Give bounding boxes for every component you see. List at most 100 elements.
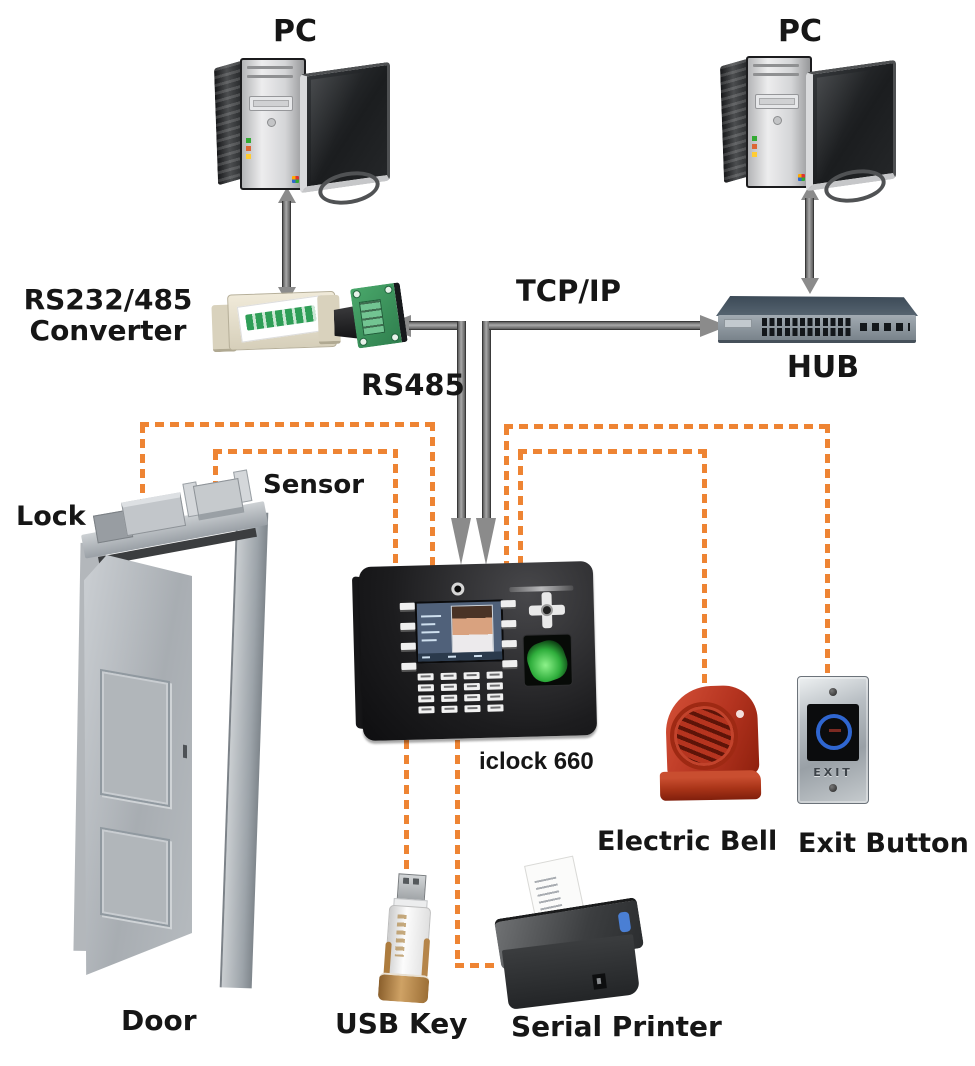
arrow-run bbox=[409, 321, 466, 330]
screen-text-line bbox=[421, 631, 440, 634]
wire-printer-run bbox=[455, 963, 499, 968]
wire-bell-from-device bbox=[518, 451, 523, 568]
screw-icon bbox=[829, 688, 837, 696]
hub-label-plate bbox=[724, 319, 752, 328]
printer-power-switch bbox=[592, 973, 607, 990]
exit-button-image: EXIT bbox=[797, 676, 869, 804]
navigation-pad bbox=[528, 592, 566, 629]
wire-lock-run bbox=[140, 422, 435, 427]
screen-text-line bbox=[421, 639, 437, 642]
wire-exit-from-device bbox=[504, 426, 509, 568]
function-key bbox=[500, 599, 516, 608]
arrowhead-up-icon bbox=[278, 187, 296, 203]
wire-bell-run bbox=[518, 449, 707, 454]
usb-body bbox=[383, 904, 432, 980]
wire-printer-drop bbox=[455, 740, 460, 968]
terminal-pcb bbox=[349, 282, 408, 349]
door-keyhole bbox=[183, 744, 187, 759]
arrowhead-down-icon bbox=[801, 278, 819, 294]
screen-text-line bbox=[421, 614, 442, 618]
wire-exit-drop bbox=[825, 424, 830, 676]
terminal-block bbox=[358, 298, 386, 336]
converter-label: RS232/485 Converter bbox=[8, 284, 208, 347]
sticker bbox=[752, 136, 757, 141]
serial-printer-label: Serial Printer bbox=[511, 1010, 722, 1043]
iclock-label: iclock 660 bbox=[479, 748, 594, 775]
door-leaf bbox=[84, 555, 192, 975]
arrow-drop bbox=[482, 321, 491, 520]
arrow-drop bbox=[457, 321, 466, 520]
door-frame-right bbox=[219, 511, 269, 989]
converter-image bbox=[211, 277, 408, 363]
sensor-label: Sensor bbox=[263, 470, 365, 500]
pc-right-image bbox=[719, 50, 896, 208]
hub-label: HUB bbox=[786, 350, 860, 385]
wire-exit-run bbox=[504, 424, 830, 429]
door-panel bbox=[100, 826, 170, 928]
pcb-screw bbox=[352, 289, 362, 299]
hub-front-face bbox=[718, 315, 916, 343]
hub-uplink-ports bbox=[860, 323, 910, 331]
arrowhead-down-icon bbox=[476, 518, 496, 565]
function-key bbox=[502, 659, 518, 668]
terminal-screen bbox=[414, 599, 505, 664]
door-image bbox=[55, 469, 295, 1005]
brand-logo bbox=[798, 174, 805, 181]
door-panel bbox=[100, 668, 170, 808]
pc-left-label: PC bbox=[272, 14, 317, 49]
tower-icon bbox=[240, 58, 306, 190]
iclock-terminal-image bbox=[351, 560, 598, 743]
pcb-screw bbox=[383, 285, 393, 295]
screen-status-bar bbox=[418, 651, 503, 662]
hub-top-face bbox=[716, 296, 918, 316]
arrow-shaft bbox=[282, 201, 291, 289]
sticker bbox=[752, 152, 757, 157]
exit-face-text: EXIT bbox=[813, 766, 853, 779]
pcb-screw bbox=[358, 337, 368, 347]
usb-key-label: USB Key bbox=[335, 1007, 468, 1040]
tower-vent bbox=[753, 64, 799, 67]
tcpip-label: TCP/IP bbox=[516, 274, 621, 308]
wire-sensor-to-device bbox=[393, 449, 398, 568]
tower-vent bbox=[247, 75, 293, 78]
converter-label-line1: RS232/485 bbox=[23, 283, 193, 316]
pc-left-image bbox=[213, 52, 390, 210]
wire-lock-to-device bbox=[430, 422, 435, 568]
wire-lock-drop bbox=[140, 424, 145, 506]
function-key bbox=[501, 639, 517, 648]
tower-vent bbox=[247, 66, 293, 69]
screen-text-line bbox=[421, 623, 436, 626]
converter-label-line2: Converter bbox=[29, 314, 187, 348]
arrow-run bbox=[489, 321, 702, 330]
camera-icon bbox=[451, 582, 465, 596]
sticker bbox=[246, 154, 251, 159]
drive-bay bbox=[249, 96, 293, 111]
fingerprint-sensor bbox=[522, 633, 573, 687]
arrowhead-down-icon bbox=[451, 518, 471, 565]
tower-vent bbox=[753, 73, 799, 76]
wire-sensor-drop bbox=[213, 451, 218, 499]
hub-image bbox=[716, 294, 918, 350]
keypad bbox=[417, 671, 507, 714]
exit-sensor-ring bbox=[816, 714, 852, 750]
user-photo bbox=[450, 604, 495, 654]
pcb-screw bbox=[390, 332, 400, 342]
door-label: Door bbox=[121, 1004, 197, 1037]
exit-touch-area bbox=[807, 704, 859, 761]
converter-label-sticker bbox=[236, 294, 328, 343]
wire-sensor-run bbox=[213, 449, 398, 454]
sticker bbox=[246, 138, 251, 143]
lock-label: Lock bbox=[16, 501, 86, 532]
exit-button-label: Exit Button bbox=[798, 828, 969, 859]
electric-bell-image bbox=[659, 684, 764, 802]
function-key bbox=[501, 619, 517, 628]
usb-cap bbox=[377, 972, 430, 1004]
function-key bbox=[401, 662, 417, 671]
wire-usb-drop bbox=[404, 740, 409, 870]
pc-right-label: PC bbox=[777, 14, 822, 49]
sticker bbox=[246, 146, 251, 151]
function-key bbox=[400, 642, 416, 651]
function-key bbox=[399, 602, 415, 611]
power-button bbox=[773, 116, 782, 125]
